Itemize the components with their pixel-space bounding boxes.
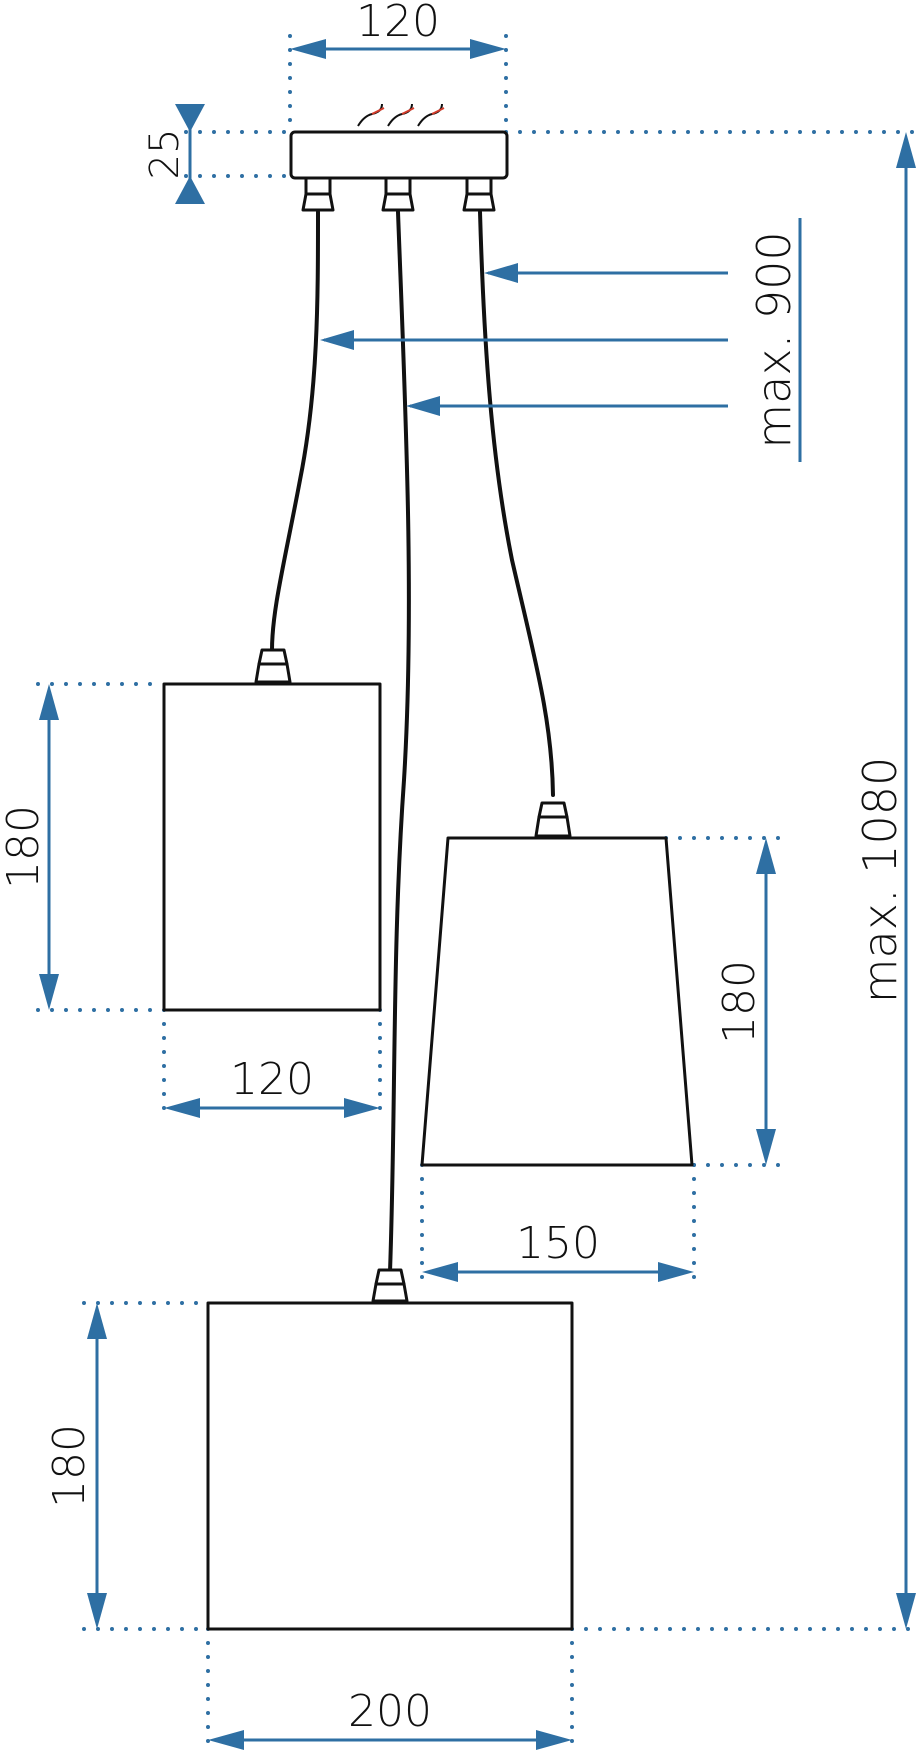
bottom-lamp-shade [206, 1268, 574, 1631]
supply-wire-red-1 [371, 107, 385, 115]
arrowhead-canopy-width-left [290, 39, 326, 59]
supply-wire-2 [387, 103, 413, 127]
arrowhead-cable-center [406, 396, 440, 416]
arrowhead-left-shade-width-right [344, 1098, 380, 1118]
cable-right [478, 210, 555, 797]
dimension-lines [39, 39, 916, 1750]
arrowhead-total-height-top [896, 132, 916, 168]
label-left-shade-height: 180 [0, 805, 49, 889]
label-canopy-height: 25 [142, 129, 188, 180]
arrowhead-bottom-shade-height-top [87, 1303, 107, 1339]
arrowhead-bottom-shade-width-right [536, 1730, 572, 1750]
arrowhead-canopy-height-bottom [175, 176, 205, 204]
arrowhead-right-shade-height-top [756, 838, 776, 874]
right-lamp-shade [420, 801, 694, 1167]
canopy-body [289, 130, 509, 180]
bottom-shade-socket [371, 1268, 409, 1303]
extension-lines [36, 34, 922, 1754]
cable-center [388, 210, 411, 1274]
arrowhead-total-height-bottom [896, 1593, 916, 1629]
supply-wire-red-2 [401, 107, 415, 115]
dimension-labels: 120 25 max. 900 max. 1080 180 120 180 15… [0, 0, 907, 1737]
left-lamp-shade [162, 648, 382, 1012]
left-shade-body [162, 682, 382, 1012]
right-shade-socket [534, 801, 572, 838]
cable-grip-right [462, 176, 496, 212]
label-right-shade-height: 180 [714, 960, 765, 1044]
supply-wire-1 [357, 103, 383, 127]
arrowhead-cable-left [320, 330, 354, 350]
label-bottom-shade-height: 180 [44, 1424, 95, 1508]
arrowhead-right-shade-width-right [658, 1262, 694, 1282]
ceiling-canopy [289, 103, 509, 212]
arrowhead-right-shade-width-left [422, 1262, 458, 1282]
supply-wire-red-3 [431, 107, 445, 115]
left-shade-socket [254, 648, 292, 684]
label-right-shade-width: 150 [516, 1218, 600, 1269]
label-cable-length: max. 900 [747, 231, 801, 448]
label-total-height: max. 1080 [853, 757, 907, 1004]
suspension-cables [270, 210, 555, 1274]
arrowhead-left-shade-height-bottom [39, 974, 59, 1010]
arrowhead-bottom-shade-width-left [208, 1730, 244, 1750]
arrowhead-canopy-width-right [470, 39, 506, 59]
arrowhead-left-shade-height-top [39, 684, 59, 720]
supply-wire-3 [417, 103, 443, 127]
cable-grip-left [301, 176, 335, 212]
right-shade-body [420, 836, 694, 1167]
label-left-shade-width: 120 [230, 1054, 314, 1105]
arrowhead-canopy-height-top [175, 104, 205, 132]
arrowhead-cable-right [484, 263, 518, 283]
label-bottom-shade-width: 200 [348, 1686, 432, 1737]
arrowhead-bottom-shade-height-bottom [87, 1593, 107, 1629]
cable-left [270, 210, 320, 652]
label-canopy-width: 120 [356, 0, 440, 47]
cable-grip-center [381, 176, 415, 212]
bottom-shade-body [206, 1301, 574, 1631]
arrowhead-left-shade-width-left [164, 1098, 200, 1118]
arrowhead-right-shade-height-bottom [756, 1129, 776, 1165]
